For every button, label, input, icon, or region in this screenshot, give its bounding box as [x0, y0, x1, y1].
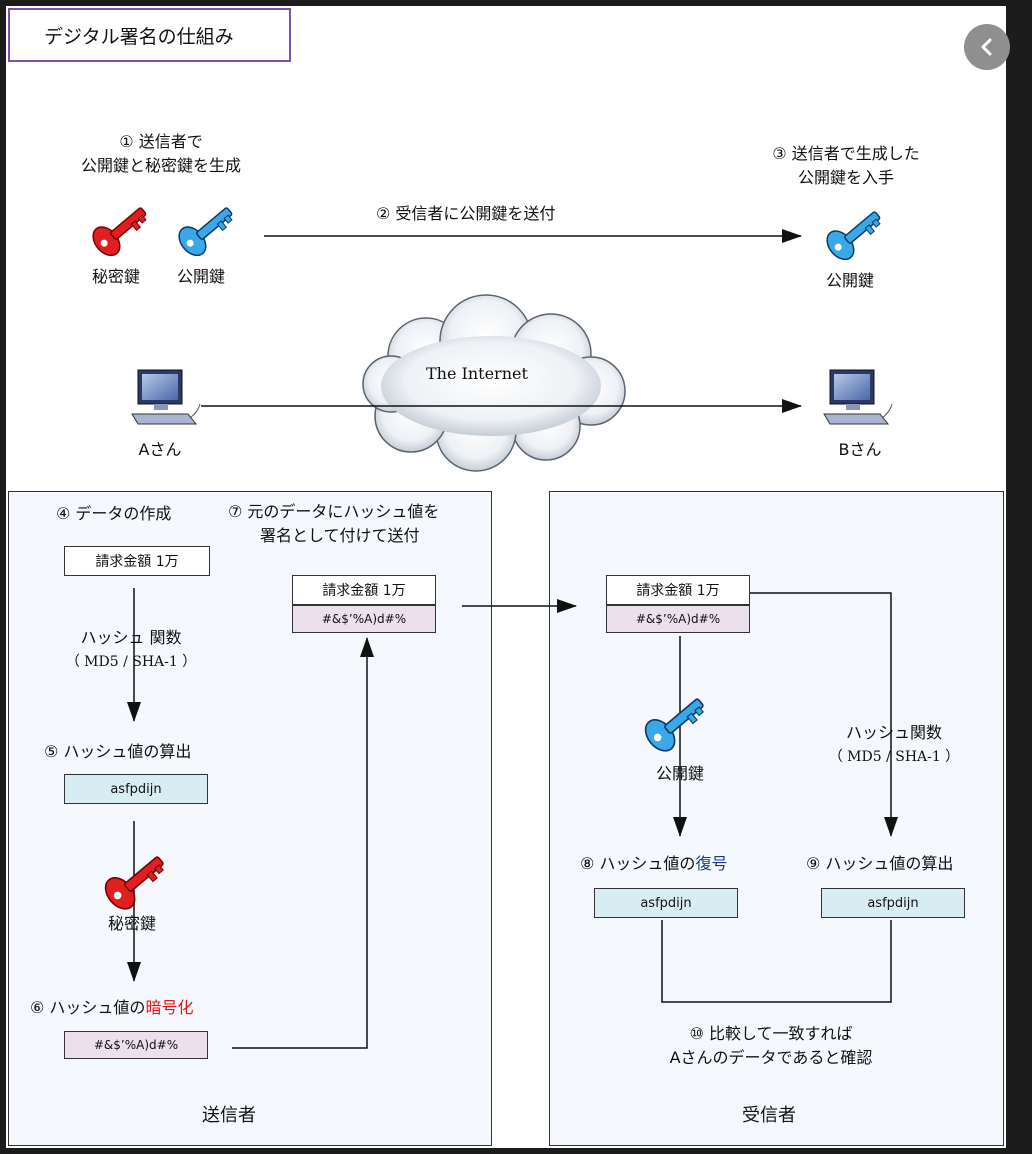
step3-label: ③ 送信者で生成した 公開鍵を入手: [772, 144, 920, 187]
person-b-label: Bさん: [838, 440, 882, 459]
sender-hash-value-box: asfpdijn: [64, 774, 208, 804]
step8-label: ⑧ ハッシュ値の復号: [580, 854, 728, 873]
decrypted-hash-box: asfpdijn: [594, 888, 738, 918]
step1-label: ① 送信者で 公開鍵と秘密鍵を生成: [80, 132, 241, 175]
back-button[interactable]: [964, 24, 1010, 70]
computer-icon-b: [823, 369, 893, 425]
sender-panel-label: 送信者: [202, 1105, 256, 1126]
secret-key-label: 秘密鍵: [91, 267, 140, 286]
received-signature-box: #&$’%A)d#%: [606, 605, 750, 633]
page-title: デジタル署名の仕組み: [8, 8, 291, 62]
computer-icon-a: [131, 369, 201, 425]
receiver-hash-function-label: ハッシュ関数 （ MD5 / SHA-1 ）: [814, 721, 974, 769]
chevron-left-icon: [981, 38, 992, 56]
step5-label: ⑤ ハッシュ値の算出: [44, 742, 192, 761]
person-a-label: Aさん: [138, 440, 182, 459]
secret-key-icon: [92, 207, 147, 257]
public-key-label: 公開鍵: [176, 267, 225, 286]
sender-data-box: 請求金額 1万: [64, 546, 210, 576]
sender-hash-function-label: ハッシュ 関数 （ MD5 / SHA-1 ）: [56, 626, 206, 674]
receiver-public-key-icon-2: [644, 698, 704, 752]
sender-hash-algorithms: （ MD5 / SHA-1 ）: [65, 654, 197, 670]
receiver-public-key-label: 公開鍵: [825, 271, 874, 290]
receiver-hash-algorithms: （ MD5 / SHA-1 ）: [828, 749, 960, 765]
signed-data-box: 請求金額 1万: [292, 575, 436, 605]
sender-secret-key-icon: [104, 856, 164, 910]
sender-encrypted-hash-box: #&$’%A)d#%: [64, 1031, 208, 1059]
step4-label: ④ データの作成: [56, 504, 172, 523]
sender-secret-key-label: 秘密鍵: [107, 914, 156, 933]
signed-signature-box: #&$’%A)d#%: [292, 605, 436, 633]
internet-label: The Internet: [426, 364, 528, 383]
step9-label: ⑨ ハッシュ値の算出: [806, 854, 954, 873]
step7-label: ⑦ 元のデータにハッシュ値を 署名として付けて送付: [228, 502, 440, 545]
step2-label: ② 受信者に公開鍵を送付: [376, 204, 556, 223]
receiver-panel: [549, 491, 1004, 1146]
receiver-panel-label: 受信者: [742, 1105, 796, 1126]
step6-label: ⑥ ハッシュ値の暗号化: [30, 998, 194, 1017]
computed-hash-box: asfpdijn: [821, 888, 965, 918]
diagram-canvas: デジタル署名の仕組み ① 送信者で 公開鍵と秘密鍵を生成 ② 受信者に公開鍵を送…: [6, 6, 1006, 1148]
received-data-box: 請求金額 1万: [606, 575, 750, 605]
receiver-public-key-icon: [826, 211, 881, 261]
flow-lines: [127, 229, 898, 1049]
step10-label: ⑩ 比較して一致すれば Aさんのデータであると確認: [669, 1024, 873, 1067]
public-key-icon: [178, 207, 233, 257]
